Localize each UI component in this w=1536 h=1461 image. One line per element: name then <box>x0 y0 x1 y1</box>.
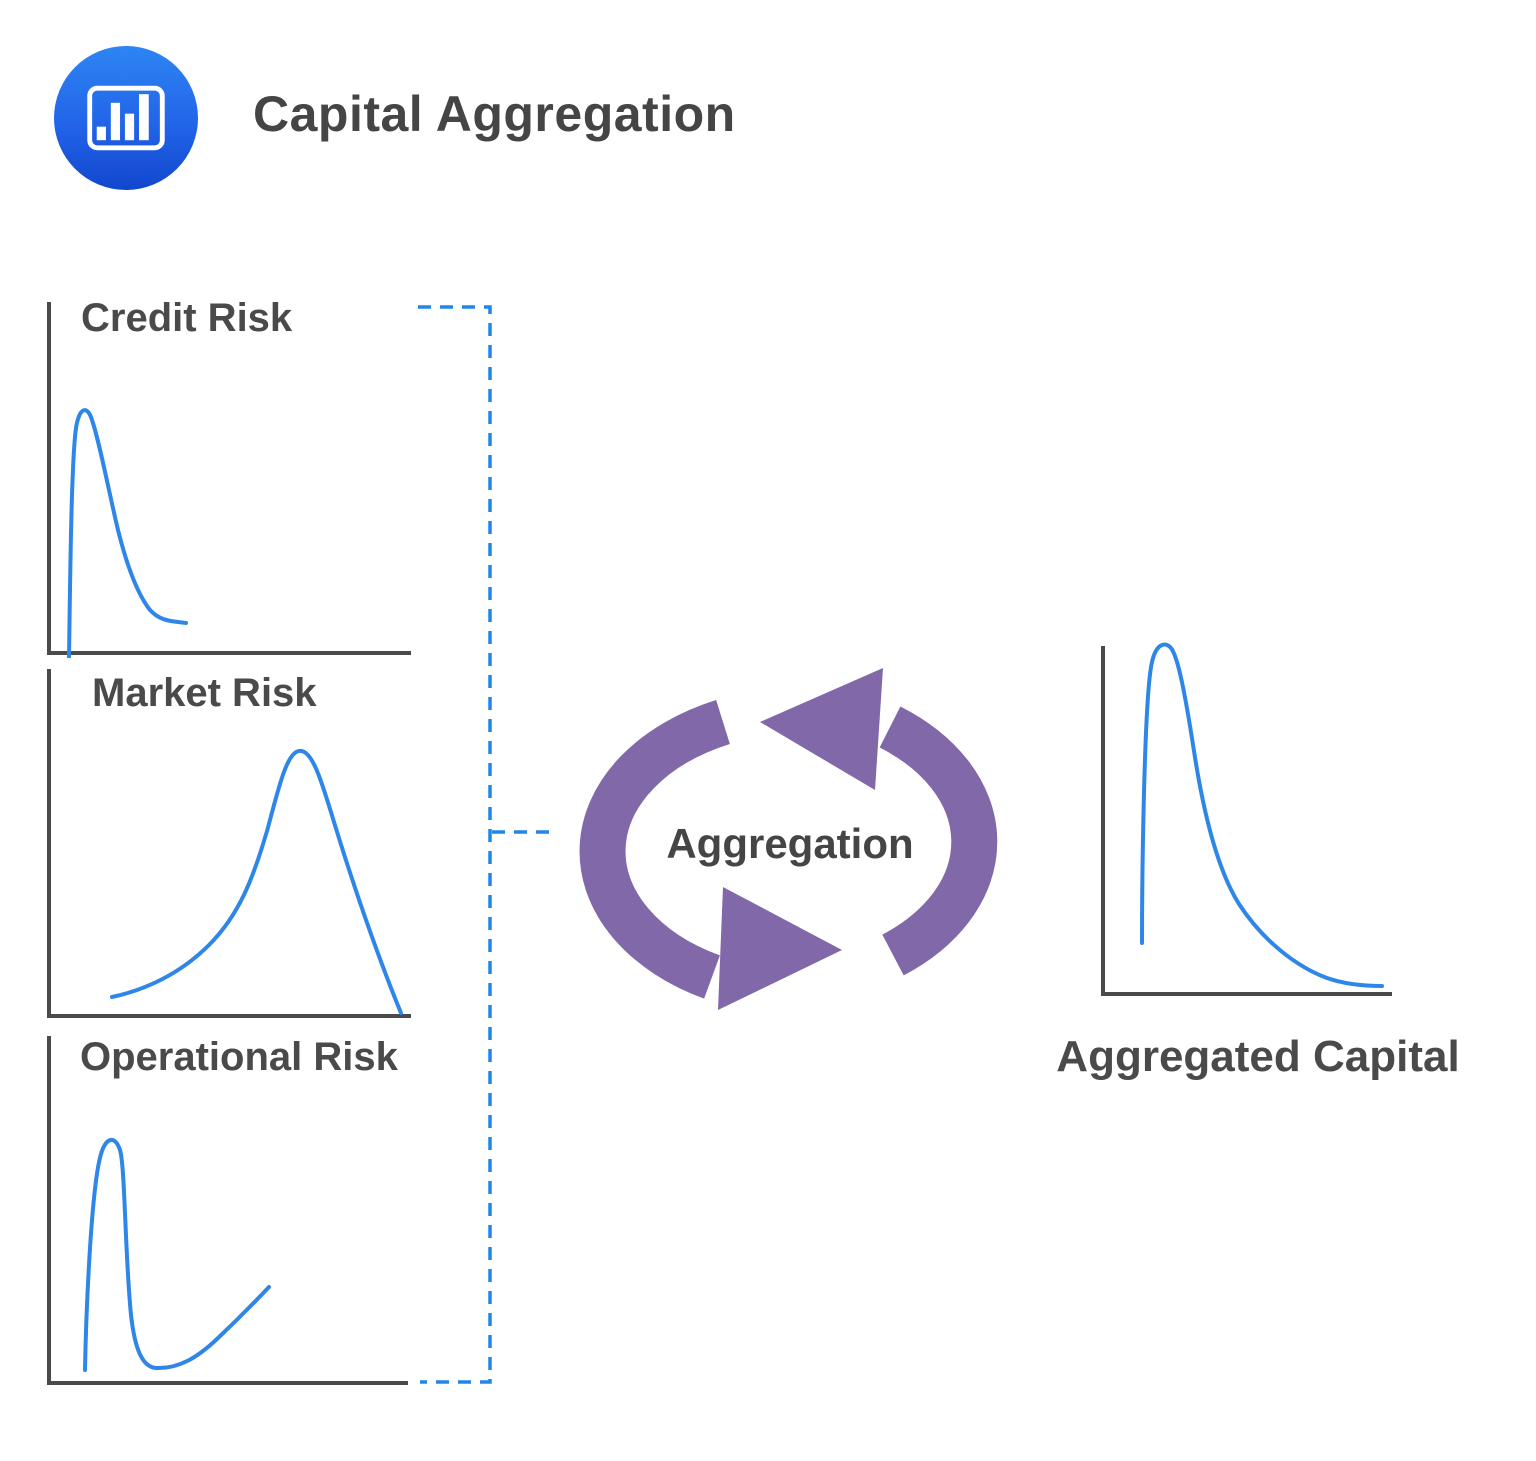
chart-axes <box>47 302 411 655</box>
aggregated-capital-plot <box>1101 642 1392 996</box>
chart-operational-risk: Operational Risk <box>45 1030 410 1388</box>
chart-credit-risk: Credit Risk <box>45 296 413 658</box>
chart-axes <box>1101 646 1392 996</box>
aggregated-capital-label: Aggregated Capital <box>1056 1032 1460 1081</box>
distribution-curve <box>83 1138 271 1372</box>
distribution-curve <box>110 749 403 1015</box>
cycle-arc-right <box>879 706 998 976</box>
chart-title: Credit Risk <box>81 296 293 340</box>
cycle-arrowhead-bottom <box>718 887 842 1010</box>
chart-title: Market Risk <box>92 671 317 715</box>
cycle-arc-left <box>579 700 730 999</box>
chart-axes <box>47 669 411 1018</box>
chart-axes <box>47 1036 408 1385</box>
market-risk-plot <box>47 669 411 1018</box>
app-logo <box>54 46 198 190</box>
cycle-arrowhead-top <box>760 668 883 790</box>
connector-bracket-line <box>418 305 492 1384</box>
distribution-curve <box>67 408 188 658</box>
credit-risk-plot <box>47 302 411 658</box>
chart-market-risk: Market Risk <box>45 663 413 1020</box>
bar-chart-icon <box>87 85 165 151</box>
distribution-curve <box>1140 642 1384 988</box>
cycle-arrows-icon <box>579 668 998 1010</box>
aggregation-label: Aggregation <box>666 820 914 867</box>
operational-risk-plot <box>47 1036 408 1385</box>
chart-aggregated-capital <box>1098 638 1398 1000</box>
chart-title: Operational Risk <box>80 1035 398 1079</box>
page-title: Capital Aggregation <box>253 86 736 142</box>
